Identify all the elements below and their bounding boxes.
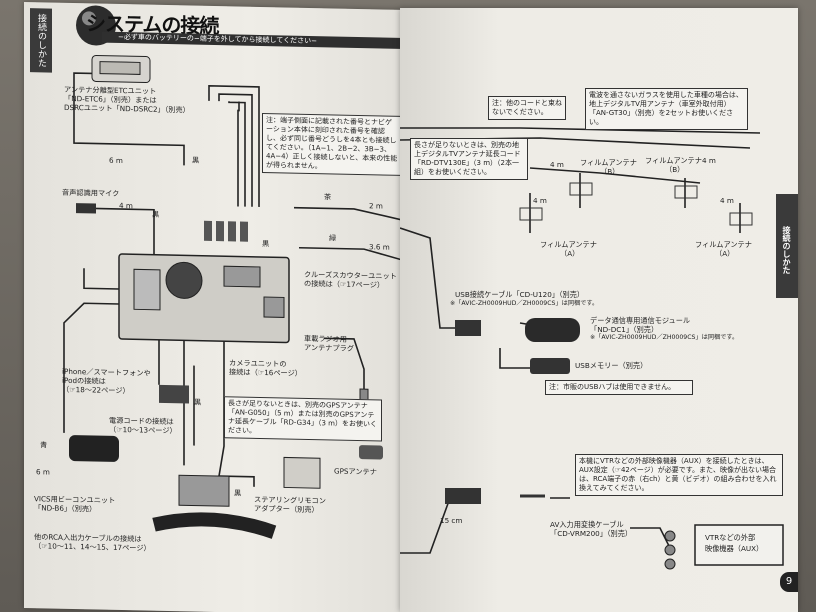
- usb-memory-label: USBメモリー（別売）: [575, 361, 648, 370]
- film-b-2: （B）: [665, 165, 685, 174]
- camera-unit-label-2: 接続は（☞16ページ）: [229, 367, 302, 378]
- bundle-note: 注：他のコードと束ねないでください。: [488, 96, 566, 120]
- film-length-2: 4 m: [702, 156, 716, 165]
- film-antenna-label-3: フィルムアンテナ: [540, 240, 597, 249]
- vics-length: 6 m: [36, 467, 50, 477]
- hub-note: 注：市販のUSBハブは使用できません。: [545, 380, 693, 395]
- side-tab-right: [776, 194, 798, 298]
- extension-note: 長さが足りないときは、別売の地上デジタルTVアンテナ延長コード「RD-DTV13…: [410, 138, 528, 180]
- usb-cable-note: ※「AVIC-ZH0009HUD／ZH0009CS」は同梱です。: [450, 300, 599, 307]
- film-antenna-label-1: フィルムアンテナ: [580, 158, 637, 167]
- film-b-1: （B）: [600, 167, 620, 176]
- radio-cable-color: 緑: [329, 233, 337, 243]
- aux-note: 本機にVTRなどの外部映像機器（AUX）を接続したときは、AUX設定（☞42ペー…: [575, 454, 783, 496]
- wiring-diagram: [63, 55, 402, 539]
- vics-label-2: 「ND-B6」（別売）: [34, 503, 97, 514]
- power-cord-label-2: （☞10〜13ページ）: [109, 424, 177, 436]
- etc-length: 6 m: [109, 155, 123, 166]
- cruise-scout-label-2: の接続は（☞17ページ）: [304, 278, 385, 290]
- iphone-label-3: （☞18〜22ページ）: [62, 384, 130, 396]
- film-length-3: 4 m: [533, 196, 547, 205]
- etc-color-black: 黒: [192, 155, 200, 165]
- mic-color-black: 黒: [152, 209, 160, 219]
- gps-antenna-label: GPSアンテナ: [334, 466, 377, 477]
- gps-note: 長さが足りないときは、別売のGPSアンテナ「AN-G050」（5 m）または別売…: [224, 396, 382, 442]
- film-a-2: （A）: [715, 249, 735, 258]
- film-length-4: 4 m: [720, 196, 734, 205]
- av-cable-label-2: 「CD-VRM200」（別売）: [550, 529, 633, 538]
- av-cable-label-1: AV入力用変換ケーブル: [550, 520, 624, 529]
- gps-cable-color: 茶: [324, 192, 332, 202]
- data-module-label-2: 「ND-DC1」（別売）: [590, 325, 659, 334]
- steering-label-2: アダプター（別売）: [254, 503, 319, 515]
- film-a-1: （A）: [560, 249, 580, 258]
- steering-color-black: 黒: [234, 488, 242, 498]
- antenna-diagram: [400, 127, 784, 570]
- left-page: 接続のしかた システムの接続 −必ず車のバッテリーの−端子を外してから接続してく…: [24, 2, 423, 612]
- vtr-label-1: VTRなどの外部: [705, 533, 756, 542]
- glass-note: 電波を通さないガラスを使用した車種の場合は、地上デジタルTV用アンテナ（車室外取…: [585, 88, 748, 130]
- usb-cable-label: USB接続ケーブル「CD-U120」（別売）: [455, 290, 585, 299]
- right-page: 注：他のコードと束ねないでください。 電波を通さないガラスを使用した車種の場合は…: [400, 8, 798, 612]
- film-antenna-label-2: フィルムアンテナ: [645, 156, 702, 165]
- connector-color-black: 黒: [262, 238, 270, 249]
- gps-cable-length: 2 m: [369, 201, 383, 211]
- page-number: 9: [780, 572, 798, 592]
- side-tab-right-label: 接続のしかた: [782, 226, 791, 274]
- mic-label: 音声認識用マイク: [62, 187, 120, 198]
- data-module-note: ※「AVIC-ZH0009HUD／ZH0009CS」は同梱です。: [590, 334, 739, 341]
- vics-color-blue: 青: [40, 440, 48, 450]
- radio-cable-length: 3.6 m: [369, 242, 390, 252]
- vtr-label-2: 映像機器（AUX）: [705, 544, 764, 553]
- mic-length: 4 m: [119, 200, 133, 211]
- data-module-label-1: データ通信専用通信モジュール: [590, 316, 691, 325]
- av-length: 15 cm: [440, 516, 463, 525]
- film-length-1: 4 m: [550, 160, 564, 169]
- terminal-note: 注：端子側面に記載された番号とナビゲーション本体に刻印された番号を確認し、必ず同…: [262, 112, 402, 176]
- power-color-black: 黒: [194, 397, 202, 407]
- radio-plug-label-2: アンテナプラグ: [304, 342, 355, 353]
- film-antenna-label-4: フィルムアンテナ: [695, 240, 752, 249]
